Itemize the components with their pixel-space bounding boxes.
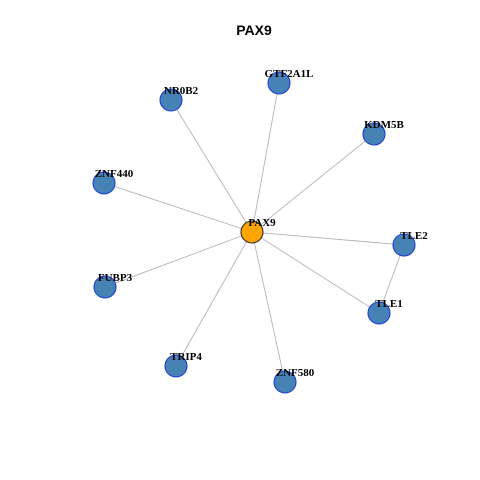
node-znf580[interactable]: ZNF580 [273,367,315,394]
node-tle2[interactable]: TLE2 [392,230,428,257]
node-circle-gtf2a1l[interactable] [267,71,291,95]
node-circle-nr0b2[interactable] [159,88,183,112]
edge-pax9-kdm5b [251,133,375,233]
edge-pax9-tle1 [251,231,380,314]
node-nr0b2[interactable]: NR0B2 [159,85,199,112]
node-label-fubp3: FUBP3 [98,272,133,284]
edge-pax9-znf580 [251,231,286,383]
node-circle-tle1[interactable] [367,301,391,325]
edge-pax9-fubp3 [104,231,253,288]
node-gtf2a1l[interactable]: GTF2A1L [265,68,314,95]
node-label-znf580: ZNF580 [276,367,315,379]
node-fubp3[interactable]: FUBP3 [93,272,133,299]
edge-pax9-gtf2a1l [251,82,280,233]
node-tle1[interactable]: TLE1 [367,298,403,325]
node-trip4[interactable]: TRIP4 [164,351,202,378]
edge-pax9-trip4 [175,231,253,367]
node-znf440[interactable]: ZNF440 [92,168,134,195]
node-label-kdm5b: KDM5B [364,119,404,131]
node-label-pax9: PAX9 [248,217,276,229]
node-circle-kdm5b[interactable] [362,122,386,146]
node-label-znf440: ZNF440 [95,168,134,180]
node-circle-tle2[interactable] [392,233,416,257]
node-circle-znf580[interactable] [273,370,297,394]
edge-pax9-znf440 [103,182,253,233]
node-label-trip4: TRIP4 [170,351,202,363]
node-label-nr0b2: NR0B2 [164,85,199,97]
node-label-tle2: TLE2 [400,230,428,242]
node-label-tle1: TLE1 [375,298,403,310]
node-kdm5b[interactable]: KDM5B [362,119,405,146]
node-circle-znf440[interactable] [92,171,116,195]
node-circle-fubp3[interactable] [93,275,117,299]
edge-pax9-tle2 [251,231,405,246]
edge-pax9-nr0b2 [170,99,253,233]
edge-tle2-tle1 [378,244,405,314]
node-circle-trip4[interactable] [164,354,188,378]
node-pax9[interactable]: PAX9 [240,217,276,244]
node-label-gtf2a1l: GTF2A1L [265,68,314,80]
edges-layer [103,82,405,383]
node-circle-pax9[interactable] [240,220,264,244]
diagram-title: PAX9 [236,22,272,38]
